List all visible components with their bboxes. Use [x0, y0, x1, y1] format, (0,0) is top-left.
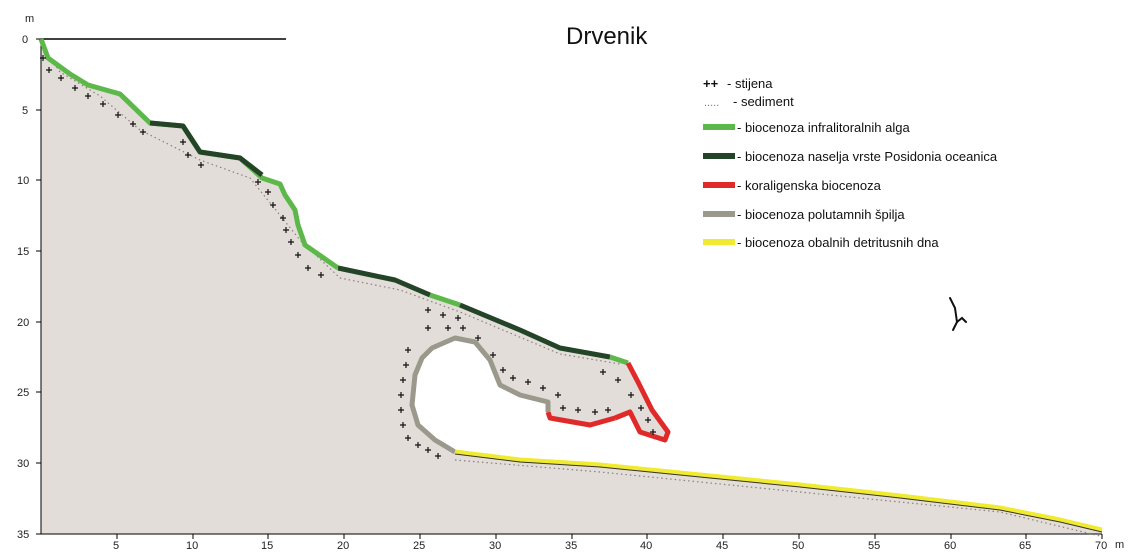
- x-tick-label: 50: [792, 540, 804, 549]
- y-ticks: [36, 38, 41, 535]
- legend-symbol-sediment: .....: [704, 97, 719, 109]
- x-tick-label: 70: [1095, 540, 1107, 549]
- sediment-dotted-line: [40, 44, 1101, 537]
- north-arrow-icon: [949, 297, 967, 331]
- y-tick-label: 20: [17, 317, 29, 329]
- x-unit-label: m: [1115, 539, 1124, 549]
- y-tick-label: 15: [17, 246, 29, 258]
- x-tick-label: 10: [186, 540, 198, 549]
- band-coastal-detritic: [454, 449, 1103, 533]
- seabed-area: [41, 39, 1102, 534]
- detritic-outline: [454, 453, 1103, 533]
- y-tick-label: 25: [17, 387, 29, 399]
- legend-symbol-rock: ++: [703, 76, 719, 91]
- x-tick-label: 65: [1019, 540, 1031, 549]
- band-coralligenous: [545, 361, 671, 443]
- x-tick-label: 35: [565, 540, 577, 549]
- legend-swatch-detritic: [703, 239, 735, 245]
- x-tick-label: 25: [413, 540, 425, 549]
- band-infralittoral-algae-2: [429, 292, 461, 308]
- y-tick-label: 5: [22, 105, 28, 117]
- legend-swatch-posidonia: [703, 153, 735, 159]
- legend-label-posidonia: - biocenoza naselja vrste Posidonia ocea…: [737, 149, 998, 164]
- legend-label-sediment: - sediment: [733, 94, 794, 109]
- legend-label-detritic: - biocenoza obalnih detritusnih dna: [737, 235, 939, 250]
- x-tick-label: 30: [489, 540, 501, 549]
- x-tick-label: 15: [261, 540, 273, 549]
- y-tick-label: 35: [17, 529, 29, 541]
- legend-label-infralittoral: - biocenoza infralitoralnih alga: [737, 120, 910, 135]
- band-posidonia: [149, 120, 264, 177]
- band-posidonia-2: [337, 265, 431, 298]
- legend-label-coralligenous: - koraligenska biocenoza: [737, 178, 882, 193]
- y-tick-label: 30: [17, 458, 29, 470]
- x-tick-label: 20: [337, 540, 349, 549]
- legend-label-caves: - biocenoza polutamnih špilja: [737, 207, 905, 222]
- band-posidonia-3: [459, 302, 611, 360]
- rock-markers: [40, 55, 656, 459]
- y-unit-label: m: [25, 13, 34, 25]
- x-tick-label: 40: [640, 540, 652, 549]
- y-tick-label: 0: [22, 34, 28, 46]
- legend-swatch-coralligenous: [703, 182, 735, 188]
- legend: ++ - stijena ..... - sediment - biocenoz…: [703, 76, 998, 250]
- band-semi-dark-caves: [409, 335, 551, 455]
- band-infralittoral-algae-3: [609, 354, 629, 366]
- diagram-title: Drvenik: [566, 23, 648, 50]
- legend-label-rock: - stijena: [727, 76, 773, 91]
- x-tick-label: 60: [944, 540, 956, 549]
- y-tick-label: 10: [17, 175, 29, 187]
- x-tick-label: 55: [868, 540, 880, 549]
- x-tick-label: 45: [716, 540, 728, 549]
- legend-swatch-infralittoral: [703, 124, 735, 130]
- x-ticks: [116, 534, 1103, 539]
- x-tick-label: 5: [113, 540, 119, 549]
- legend-swatch-caves: [703, 211, 735, 217]
